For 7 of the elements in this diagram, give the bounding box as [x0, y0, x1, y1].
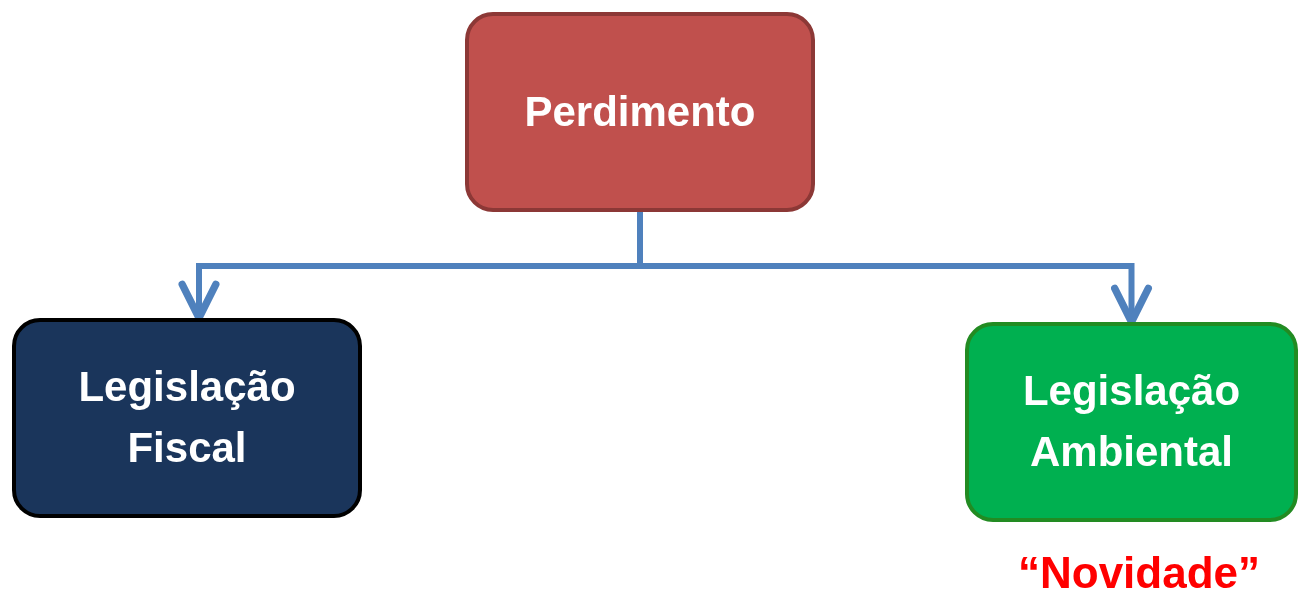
node-label: Perdimento: [524, 86, 756, 137]
rounded-box: [12, 318, 362, 518]
rounded-box: [465, 12, 815, 212]
node-label: Legislação Fiscal: [77, 362, 297, 473]
node-label: Legislação Ambiental: [1021, 366, 1242, 477]
rounded-box: [965, 322, 1298, 522]
note-text: “Novidade”: [1018, 548, 1261, 591]
